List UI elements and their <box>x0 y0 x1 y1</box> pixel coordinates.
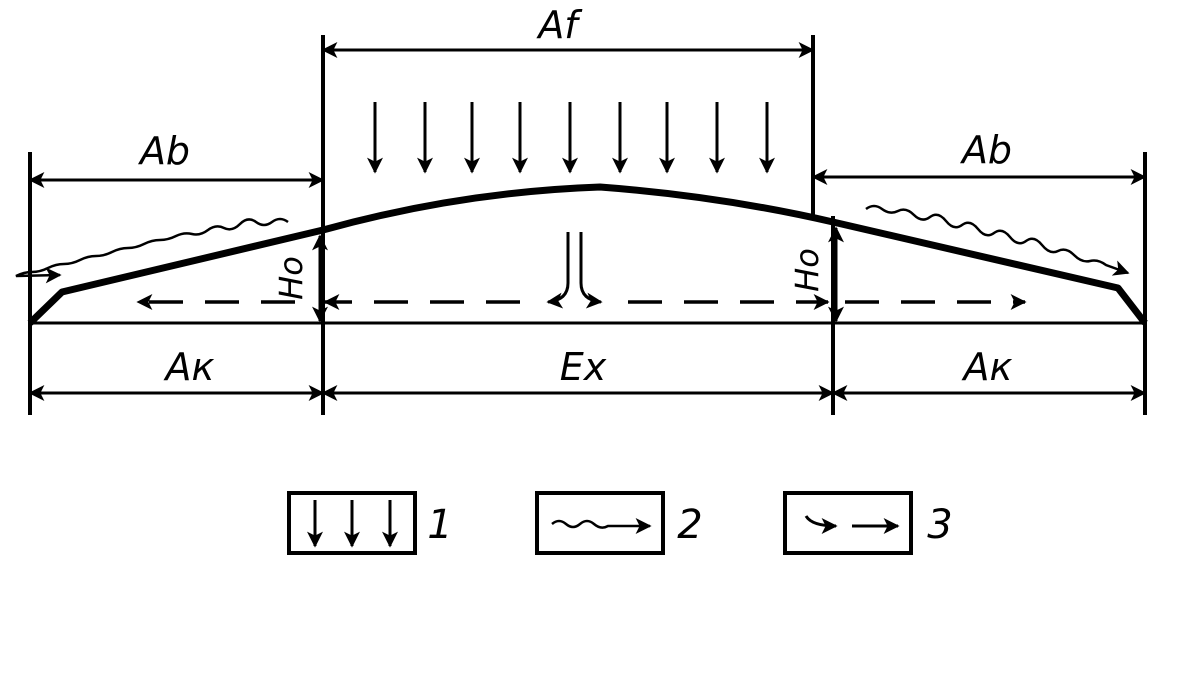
legend-item-3: 3 <box>783 491 953 555</box>
label-ex: Ex <box>560 345 607 389</box>
label-ak-right: Aк <box>961 345 1013 389</box>
dimension-af: Af <box>321 3 815 58</box>
legend-number-2: 2 <box>677 502 702 548</box>
ice-surface-profile <box>27 183 1148 326</box>
label-ab-left: Ab <box>137 129 190 173</box>
legend-number-1: 1 <box>427 502 452 548</box>
label-ab-right: Ab <box>959 128 1012 172</box>
label-ho-right: Ho <box>788 248 826 292</box>
label-ak-left: Aк <box>163 345 215 389</box>
accumulation-arrows <box>367 102 775 174</box>
legend-number-3: 3 <box>927 502 952 548</box>
label-af: Af <box>535 3 583 47</box>
dashed-arrow-icon <box>804 515 900 534</box>
legend-box-2 <box>535 491 665 555</box>
basal-flow-divide <box>546 232 603 309</box>
vertical-downward-arrows-icon <box>307 500 398 548</box>
divide-flow-left <box>546 232 570 309</box>
dimension-ak-left: Aк <box>28 345 325 401</box>
dimension-ab-right: Ab <box>811 128 1147 185</box>
legend-item-1: 1 <box>287 491 453 555</box>
surface-flow-arrows <box>15 204 1130 284</box>
wavy-arrow-right <box>865 204 1130 276</box>
legend: 1 2 3 <box>287 491 953 555</box>
wavy-arrow-icon <box>551 518 652 534</box>
label-ho-left: Ho <box>272 256 310 300</box>
dimension-ex: Ex <box>321 345 835 401</box>
dimension-ho-left: Ho <box>272 234 328 323</box>
divide-flow-right <box>579 232 603 309</box>
dimension-ho-right: Ho <box>788 226 844 323</box>
legend-box-1 <box>287 491 417 555</box>
legend-item-2: 2 <box>535 491 703 555</box>
legend-box-3 <box>783 491 913 555</box>
wavy-arrow-left <box>15 217 289 284</box>
dimension-ak-right: Aк <box>831 345 1147 401</box>
dimension-ab-left: Ab <box>28 129 325 188</box>
